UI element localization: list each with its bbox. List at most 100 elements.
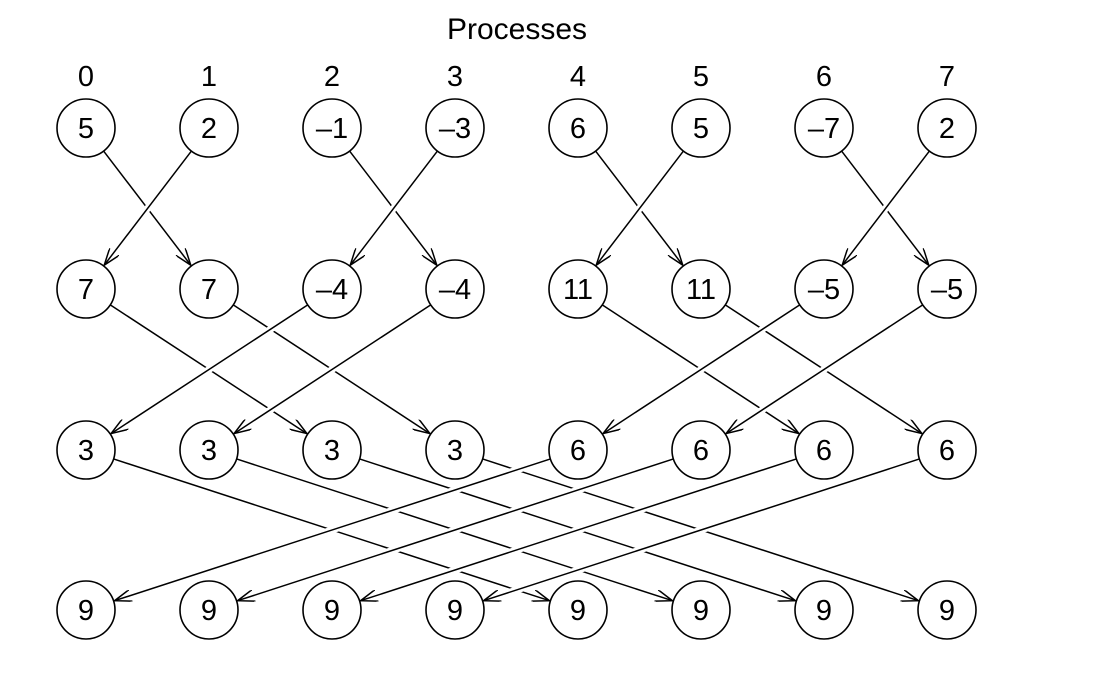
node-circle xyxy=(794,98,854,158)
process-label-2: 2 xyxy=(324,61,340,93)
node-value: 6 xyxy=(693,435,709,467)
node-value: 7 xyxy=(201,274,217,306)
node-circle xyxy=(671,420,731,480)
node-r2-p0: 3 xyxy=(56,420,116,480)
node-value: 3 xyxy=(201,435,217,467)
edge-arrow-stage2-p6-to-p2 xyxy=(361,458,797,601)
node-circle xyxy=(548,259,608,319)
edge-arrow-stage2-p7-to-p3 xyxy=(484,458,920,601)
node-value: –4 xyxy=(316,274,348,306)
node-circle xyxy=(425,420,485,480)
node-r3-p4: 9 xyxy=(548,580,608,640)
node-r1-p7: –5 xyxy=(917,259,977,319)
node-circle xyxy=(917,420,977,480)
exchange-edges xyxy=(104,150,930,603)
node-r3-p5: 9 xyxy=(671,580,731,640)
node-circle xyxy=(917,98,977,158)
edge-arrow-stage0-p1-to-p0 xyxy=(104,150,192,265)
node-r2-p4: 6 xyxy=(548,420,608,480)
node-value: 6 xyxy=(570,113,586,145)
node-value: 9 xyxy=(939,595,955,627)
node-circle xyxy=(671,259,731,319)
node-value: –5 xyxy=(931,274,963,306)
node-r1-p1: 7 xyxy=(179,259,239,319)
node-r2-p1: 3 xyxy=(179,420,239,480)
node-r1-p0: 7 xyxy=(56,259,116,319)
edge-arrow-stage0-p3-to-p2 xyxy=(350,150,438,265)
node-value: 6 xyxy=(816,435,832,467)
node-r2-p7: 6 xyxy=(917,420,977,480)
node-circle xyxy=(56,98,116,158)
node-circle xyxy=(917,580,977,640)
node-circle xyxy=(671,580,731,640)
node-value: 9 xyxy=(324,595,340,627)
node-r2-p2: 3 xyxy=(302,420,362,480)
node-value: –3 xyxy=(439,113,471,145)
node-r0-p3: –3 xyxy=(425,98,485,158)
node-value: 3 xyxy=(324,435,340,467)
process-label-6: 6 xyxy=(816,61,832,93)
node-r2-p3: 3 xyxy=(425,420,485,480)
edge-arrow-stage1-p7-to-p5 xyxy=(726,304,924,434)
node-circle xyxy=(425,580,485,640)
edge-arrow-stage0-p5-to-p4 xyxy=(596,150,684,265)
node-r0-p5: 5 xyxy=(671,98,731,158)
edge-arrow-stage1-p3-to-p1 xyxy=(234,304,432,434)
node-circle xyxy=(56,420,116,480)
node-circle xyxy=(794,420,854,480)
node-circle xyxy=(179,420,239,480)
node-value: 2 xyxy=(201,113,217,145)
node-value: 9 xyxy=(816,595,832,627)
node-circle xyxy=(548,420,608,480)
node-r3-p7: 9 xyxy=(917,580,977,640)
process-label-7: 7 xyxy=(939,61,955,93)
node-r0-p6: –7 xyxy=(794,98,854,158)
edge-arrow-stage2-p5-to-p1 xyxy=(238,458,674,601)
node-r3-p3: 9 xyxy=(425,580,485,640)
node-circle xyxy=(302,259,362,319)
process-label-3: 3 xyxy=(447,61,463,93)
node-circle xyxy=(425,98,485,158)
value-nodes: 5 2 –1 –3 6 5 –7 2 7 7 –4 –4 11 11 –5 –5 3 3 3 3 6 6 6 6 9 9 9 9 9 9 9… xyxy=(56,98,977,640)
node-circle xyxy=(794,259,854,319)
diagram-title: Processes xyxy=(447,13,587,46)
node-r0-p2: –1 xyxy=(302,98,362,158)
node-r0-p4: 6 xyxy=(548,98,608,158)
node-r3-p2: 9 xyxy=(302,580,362,640)
node-value: –5 xyxy=(808,274,840,306)
node-value: 9 xyxy=(201,595,217,627)
node-r1-p6: –5 xyxy=(794,259,854,319)
node-value: –4 xyxy=(439,274,471,306)
node-value: 5 xyxy=(78,113,94,145)
node-r3-p0: 9 xyxy=(56,580,116,640)
node-value: –7 xyxy=(808,113,840,145)
node-value: 5 xyxy=(693,113,709,145)
node-value: 9 xyxy=(570,595,586,627)
process-label-4: 4 xyxy=(570,61,586,93)
edge-arrow-stage2-p4-to-p0 xyxy=(115,458,551,601)
node-r1-p5: 11 xyxy=(671,259,731,319)
process-label-5: 5 xyxy=(693,61,709,93)
node-circle xyxy=(548,580,608,640)
node-value: –1 xyxy=(316,113,348,145)
node-circle xyxy=(302,420,362,480)
node-circle xyxy=(179,98,239,158)
node-circle xyxy=(179,259,239,319)
node-r1-p4: 11 xyxy=(548,259,608,319)
node-r0-p1: 2 xyxy=(179,98,239,158)
node-value: 3 xyxy=(78,435,94,467)
node-r0-p0: 5 xyxy=(56,98,116,158)
node-circle xyxy=(56,259,116,319)
node-circle xyxy=(56,580,116,640)
edge-arrow-stage0-p7-to-p6 xyxy=(842,150,930,265)
node-value: 2 xyxy=(939,113,955,145)
node-circle xyxy=(794,580,854,640)
node-r3-p1: 9 xyxy=(179,580,239,640)
node-circle xyxy=(179,580,239,640)
node-value: 11 xyxy=(563,274,593,306)
node-value: 7 xyxy=(78,274,94,306)
node-circle xyxy=(548,98,608,158)
node-circle xyxy=(302,580,362,640)
